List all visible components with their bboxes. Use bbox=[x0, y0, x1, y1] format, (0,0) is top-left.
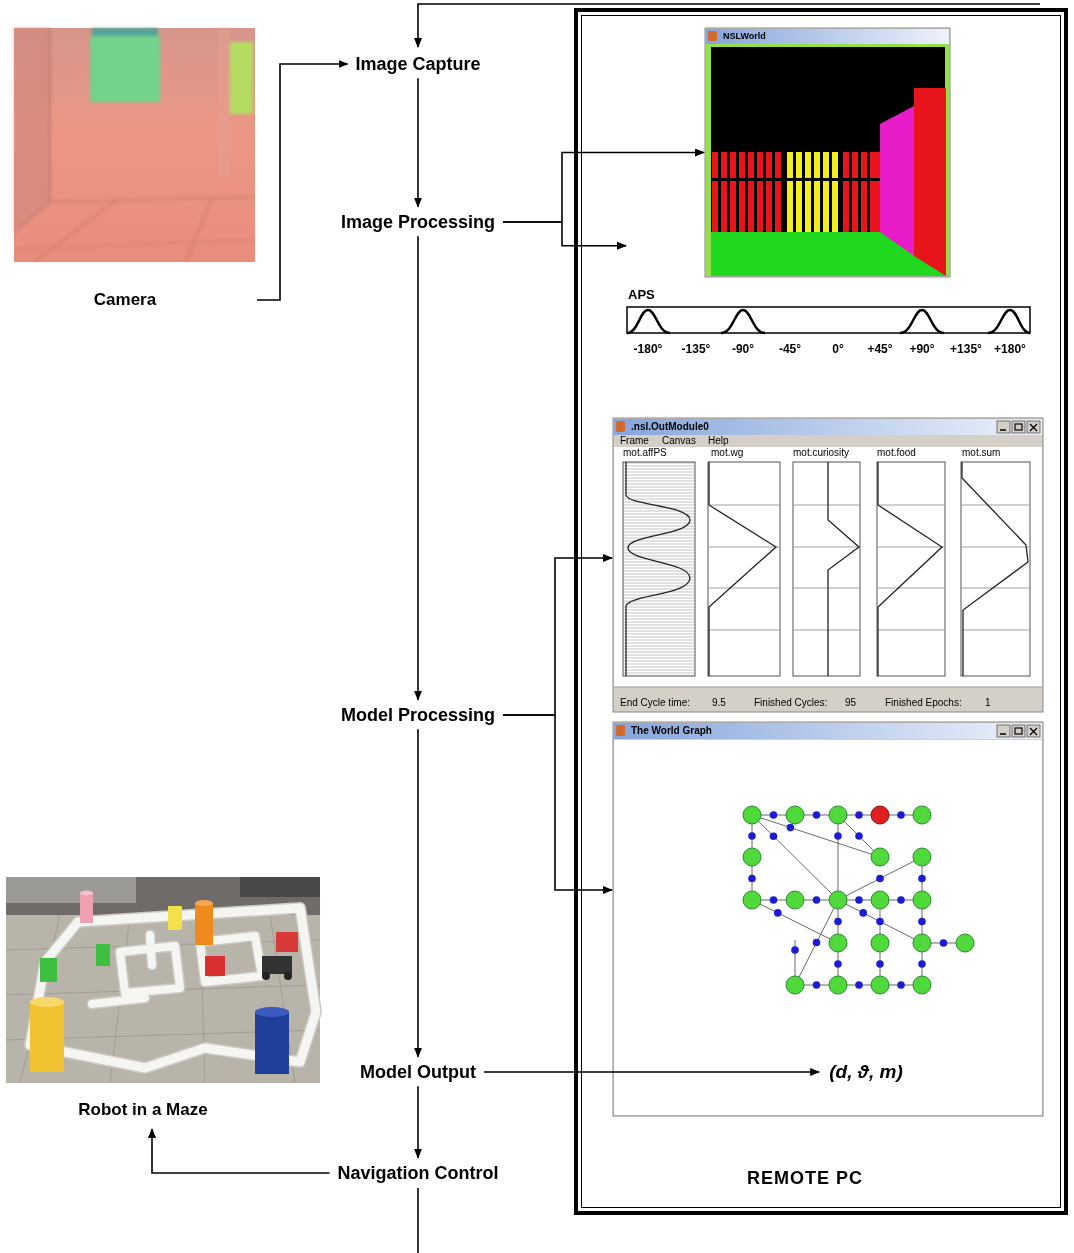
flow-arrow bbox=[503, 153, 704, 223]
node-text: +90° bbox=[909, 343, 934, 357]
flow-arrow bbox=[257, 64, 348, 300]
flow-arrow bbox=[484, 1071, 819, 1073]
flow-arrow bbox=[152, 1129, 330, 1173]
node-text: Canvas bbox=[662, 435, 696, 447]
node-text: REMOTE PC bbox=[747, 1168, 863, 1189]
outmodule-window-art bbox=[613, 418, 1043, 712]
node-text: mot.affPS bbox=[623, 447, 667, 459]
robot-maze-photo bbox=[6, 877, 320, 1083]
aps-plot bbox=[627, 307, 1030, 333]
node-text: Finished Cycles: bbox=[754, 697, 827, 709]
loop-line bbox=[417, 1188, 419, 1253]
flow-arrow bbox=[503, 715, 612, 890]
node-text: -45° bbox=[779, 343, 801, 357]
node-text: 95 bbox=[845, 697, 856, 709]
output-tuple: (d, ϑ, m) bbox=[825, 1059, 907, 1085]
node-text: Camera bbox=[94, 290, 156, 310]
node-text: Frame bbox=[620, 435, 649, 447]
node-text: 0° bbox=[832, 343, 843, 357]
world-graph-window-art bbox=[613, 722, 1043, 1116]
node-text: 1 bbox=[985, 697, 991, 709]
flow-arrow bbox=[503, 222, 626, 246]
world-graph-window: The World Graph bbox=[613, 722, 1043, 1116]
node-text: Finished Epochs: bbox=[885, 697, 962, 709]
process-label: Model Processing bbox=[337, 703, 499, 728]
node-text: mot.food bbox=[877, 447, 916, 459]
node-text: 9.5 bbox=[712, 697, 726, 709]
flow-arrow bbox=[503, 558, 612, 715]
node-text: -135° bbox=[682, 343, 711, 357]
node-text: -90° bbox=[732, 343, 754, 357]
process-label: Image Capture bbox=[351, 52, 484, 77]
node-text: Model Output bbox=[360, 1062, 476, 1083]
outmodule-window: .nsl.OutModule0Frame Canvas Help mot.affPS m… bbox=[613, 418, 1043, 712]
robot-node: Robot in a Maze bbox=[6, 877, 320, 1125]
node-text: +180° bbox=[994, 343, 1026, 357]
node-text: Help bbox=[708, 435, 729, 447]
node-text: +45° bbox=[867, 343, 892, 357]
node-text: mot.curiosity bbox=[793, 447, 849, 459]
node-text: APS bbox=[628, 288, 655, 303]
aps-panel: APS -180° -135° -90° -45° 0° +45° +90° +135° +180… bbox=[624, 284, 1040, 360]
nslworld-window-art bbox=[705, 28, 950, 277]
node-text: Image Processing bbox=[341, 212, 495, 233]
node-text: Model Processing bbox=[341, 705, 495, 726]
node-text: The World Graph bbox=[631, 725, 712, 737]
node-text: mot.sum bbox=[962, 447, 1000, 459]
nslworld-window: NSLWorld bbox=[705, 28, 950, 277]
flow-arrow bbox=[417, 78, 419, 206]
node-text: +135° bbox=[950, 343, 982, 357]
flow-arrow bbox=[417, 1086, 419, 1157]
remote-pc-box: REMOTE PC NSLWorldAPS -180° -135° -90° -45° 0°… bbox=[574, 8, 1068, 1215]
flow-arrow bbox=[417, 236, 419, 699]
inner-border bbox=[581, 15, 1061, 1208]
flow-arrow bbox=[417, 729, 419, 1056]
node-text: NSLWorld bbox=[723, 31, 766, 41]
node-text: Robot in a Maze bbox=[78, 1100, 207, 1120]
camera-image bbox=[14, 28, 255, 262]
node-text: .nsl.OutModule0 bbox=[631, 421, 709, 433]
process-label: Image Processing bbox=[337, 210, 499, 235]
node-text: (d, ϑ, m) bbox=[829, 1061, 903, 1083]
node-text: mot.wg bbox=[711, 447, 743, 459]
process-label: Model Output bbox=[356, 1060, 480, 1085]
node-text: Image Capture bbox=[355, 54, 480, 75]
node-text: -180° bbox=[634, 343, 663, 357]
process-label: Navigation Control bbox=[334, 1161, 503, 1186]
node-text: End Cycle time: bbox=[620, 697, 690, 709]
camera-node: Camera bbox=[14, 28, 255, 313]
node-text: Navigation Control bbox=[338, 1163, 499, 1184]
